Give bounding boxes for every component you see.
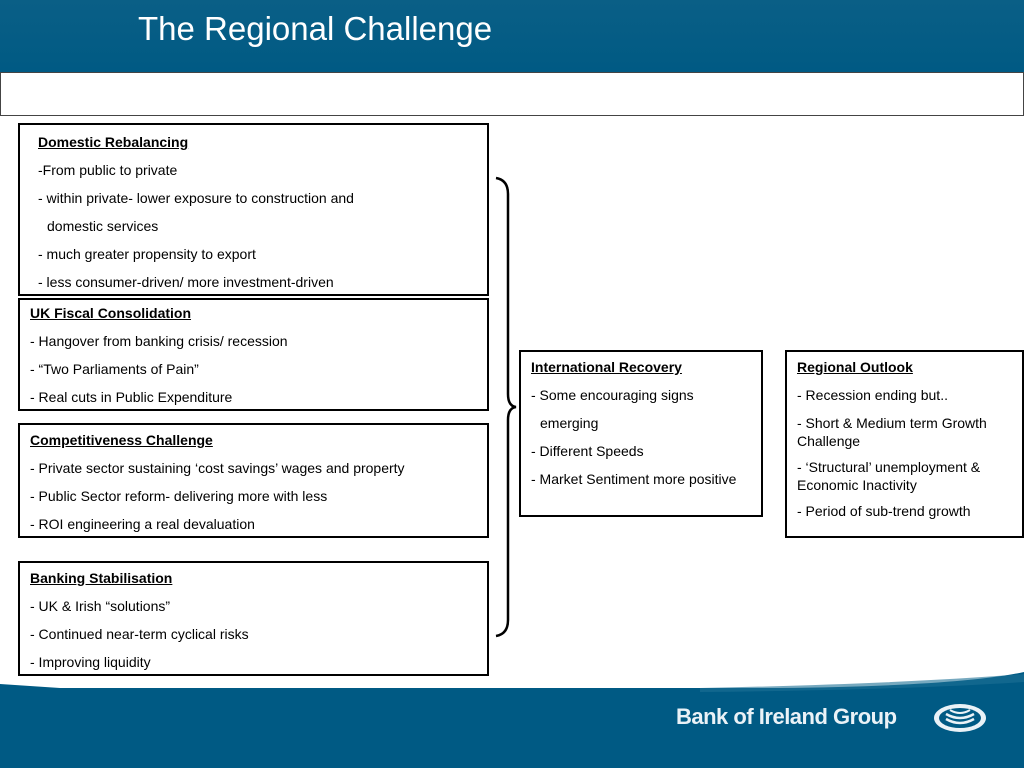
box-line: - ROI engineering a real devaluation [30, 516, 255, 532]
box-heading: UK Fiscal Consolidation [30, 305, 192, 321]
box-heading: International Recovery [531, 359, 682, 375]
box-line: emerging [540, 415, 599, 431]
box-line: - Some encouraging signs [531, 387, 694, 403]
box-line: - Improving liquidity [30, 654, 151, 670]
box-line: -From public to private [38, 162, 178, 178]
box-line: - Market Sentiment more positive [531, 471, 737, 487]
uk-fiscal-consolidation-box: UK Fiscal Consolidation - Hangover from … [18, 298, 489, 411]
box-line: - Continued near-term cyclical risks [30, 626, 249, 642]
international-recovery-box: International Recovery - Some encouragin… [519, 350, 763, 517]
box-heading: Banking Stabilisation [30, 570, 173, 586]
grouping-brace [495, 176, 517, 638]
box-line: - ‘Structural’ unemployment & Economic I… [797, 459, 981, 493]
box-line: - Recession ending but.. [797, 387, 948, 403]
bank-of-ireland-group-wordmark: Bank of Ireland Group [676, 704, 897, 729]
domestic-rebalancing-box: Domestic Rebalancing -From public to pri… [18, 123, 489, 296]
box-line: - much greater propensity to export [38, 246, 256, 262]
box-line: - Short & Medium term Growth Challenge [797, 415, 987, 449]
subtitle-bar [0, 72, 1024, 116]
box-line: - Period of sub-trend growth [797, 503, 971, 519]
box-heading: Domestic Rebalancing [38, 134, 189, 150]
box-line: - Hangover from banking crisis/ recessio… [30, 333, 288, 349]
slide-title: The Regional Challenge [138, 10, 493, 47]
footer-band [0, 672, 1024, 768]
box-heading: Competitiveness Challenge [30, 432, 213, 448]
competitiveness-challenge-box: Competitiveness Challenge - Private sect… [18, 423, 489, 538]
box-line: - Private sector sustaining ‘cost saving… [30, 460, 405, 476]
bank-of-ireland-logo-icon [934, 704, 986, 732]
box-line: domestic services [47, 218, 159, 234]
box-line: - less consumer-driven/ more investment-… [38, 274, 334, 290]
box-line: - within private- lower exposure to cons… [38, 190, 354, 206]
regional-outlook-box: Regional Outlook - Recession ending but.… [785, 350, 1024, 538]
box-line: - UK & Irish “solutions” [30, 598, 171, 614]
box-line: - Different Speeds [531, 443, 644, 459]
banking-stabilisation-box: Banking Stabilisation - UK & Irish “solu… [18, 561, 489, 676]
box-heading: Regional Outlook [797, 359, 913, 375]
box-line: - Real cuts in Public Expenditure [30, 389, 233, 405]
box-line: - Public Sector reform- delivering more … [30, 488, 328, 504]
slide-header: The Regional Challenge [0, 0, 1024, 72]
box-line: - “Two Parliaments of Pain” [30, 361, 199, 377]
